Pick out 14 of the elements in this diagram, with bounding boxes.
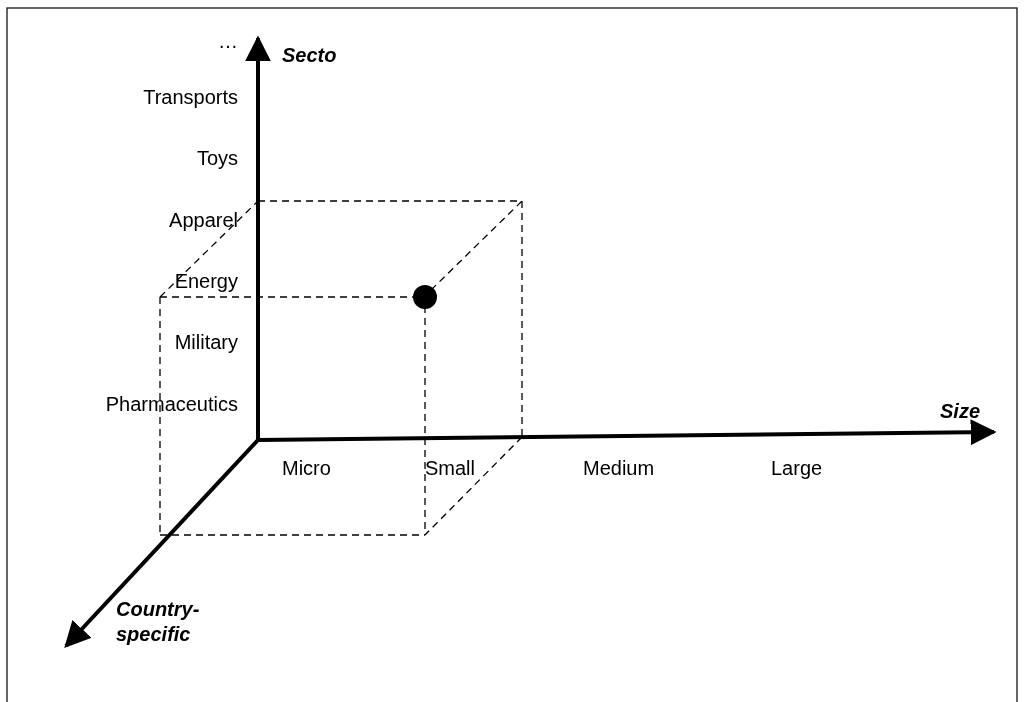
size-label: Micro	[282, 457, 331, 480]
size-label: Small	[425, 457, 475, 480]
category-label: Apparel	[169, 209, 238, 232]
axis-title: Secto	[282, 44, 337, 67]
category-label: Pharmaceutics	[105, 393, 238, 416]
ellipsis-label: …	[218, 30, 238, 53]
category-label: Military	[174, 331, 238, 354]
category-label: Toys	[196, 147, 238, 170]
axis-title: Country-specific	[116, 597, 201, 647]
category-label: Energy	[174, 270, 238, 293]
axis-title: Size	[940, 400, 981, 423]
size-label: Medium	[583, 457, 655, 480]
category-label: Transports	[143, 86, 238, 109]
size-label: Large	[771, 457, 823, 480]
